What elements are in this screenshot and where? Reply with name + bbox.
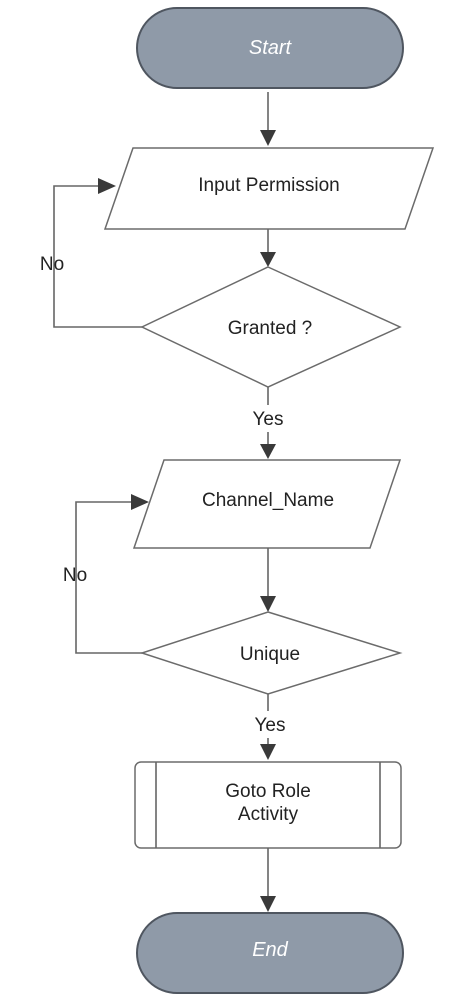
start-label: Start <box>249 37 293 59</box>
granted-label: Granted ? <box>228 318 313 339</box>
goto-role-line1: Goto Role <box>225 781 311 802</box>
edge-channel-to-unique <box>260 548 276 612</box>
goto-role-activity-node: Goto Role Activity <box>134 761 402 849</box>
end-label: End <box>252 939 288 961</box>
edge-goto-to-end <box>260 848 276 912</box>
edge-unique-no: No <box>63 494 149 654</box>
input-permission-label: Input Permission <box>198 175 340 196</box>
input-permission-node: Input Permission <box>103 147 435 230</box>
edge-input-to-granted <box>260 229 276 267</box>
goto-role-line2: Activity <box>238 804 299 825</box>
channel-name-node: Channel_Name <box>132 459 402 549</box>
edge-start-to-input <box>260 92 276 146</box>
start-node: Start <box>136 7 404 89</box>
granted-decision-node: Granted ? <box>140 266 402 388</box>
granted-yes-label: Yes <box>253 409 284 430</box>
granted-no-label: No <box>40 254 64 275</box>
edge-granted-no: No <box>40 178 142 328</box>
unique-decision-node: Unique <box>139 611 403 695</box>
edge-granted-yes: Yes <box>253 387 284 459</box>
unique-label: Unique <box>240 644 300 665</box>
end-node: End <box>136 912 404 994</box>
unique-yes-label: Yes <box>255 715 286 736</box>
unique-no-label: No <box>63 565 87 586</box>
channel-name-label: Channel_Name <box>202 490 334 511</box>
edge-unique-yes: Yes <box>255 694 286 760</box>
